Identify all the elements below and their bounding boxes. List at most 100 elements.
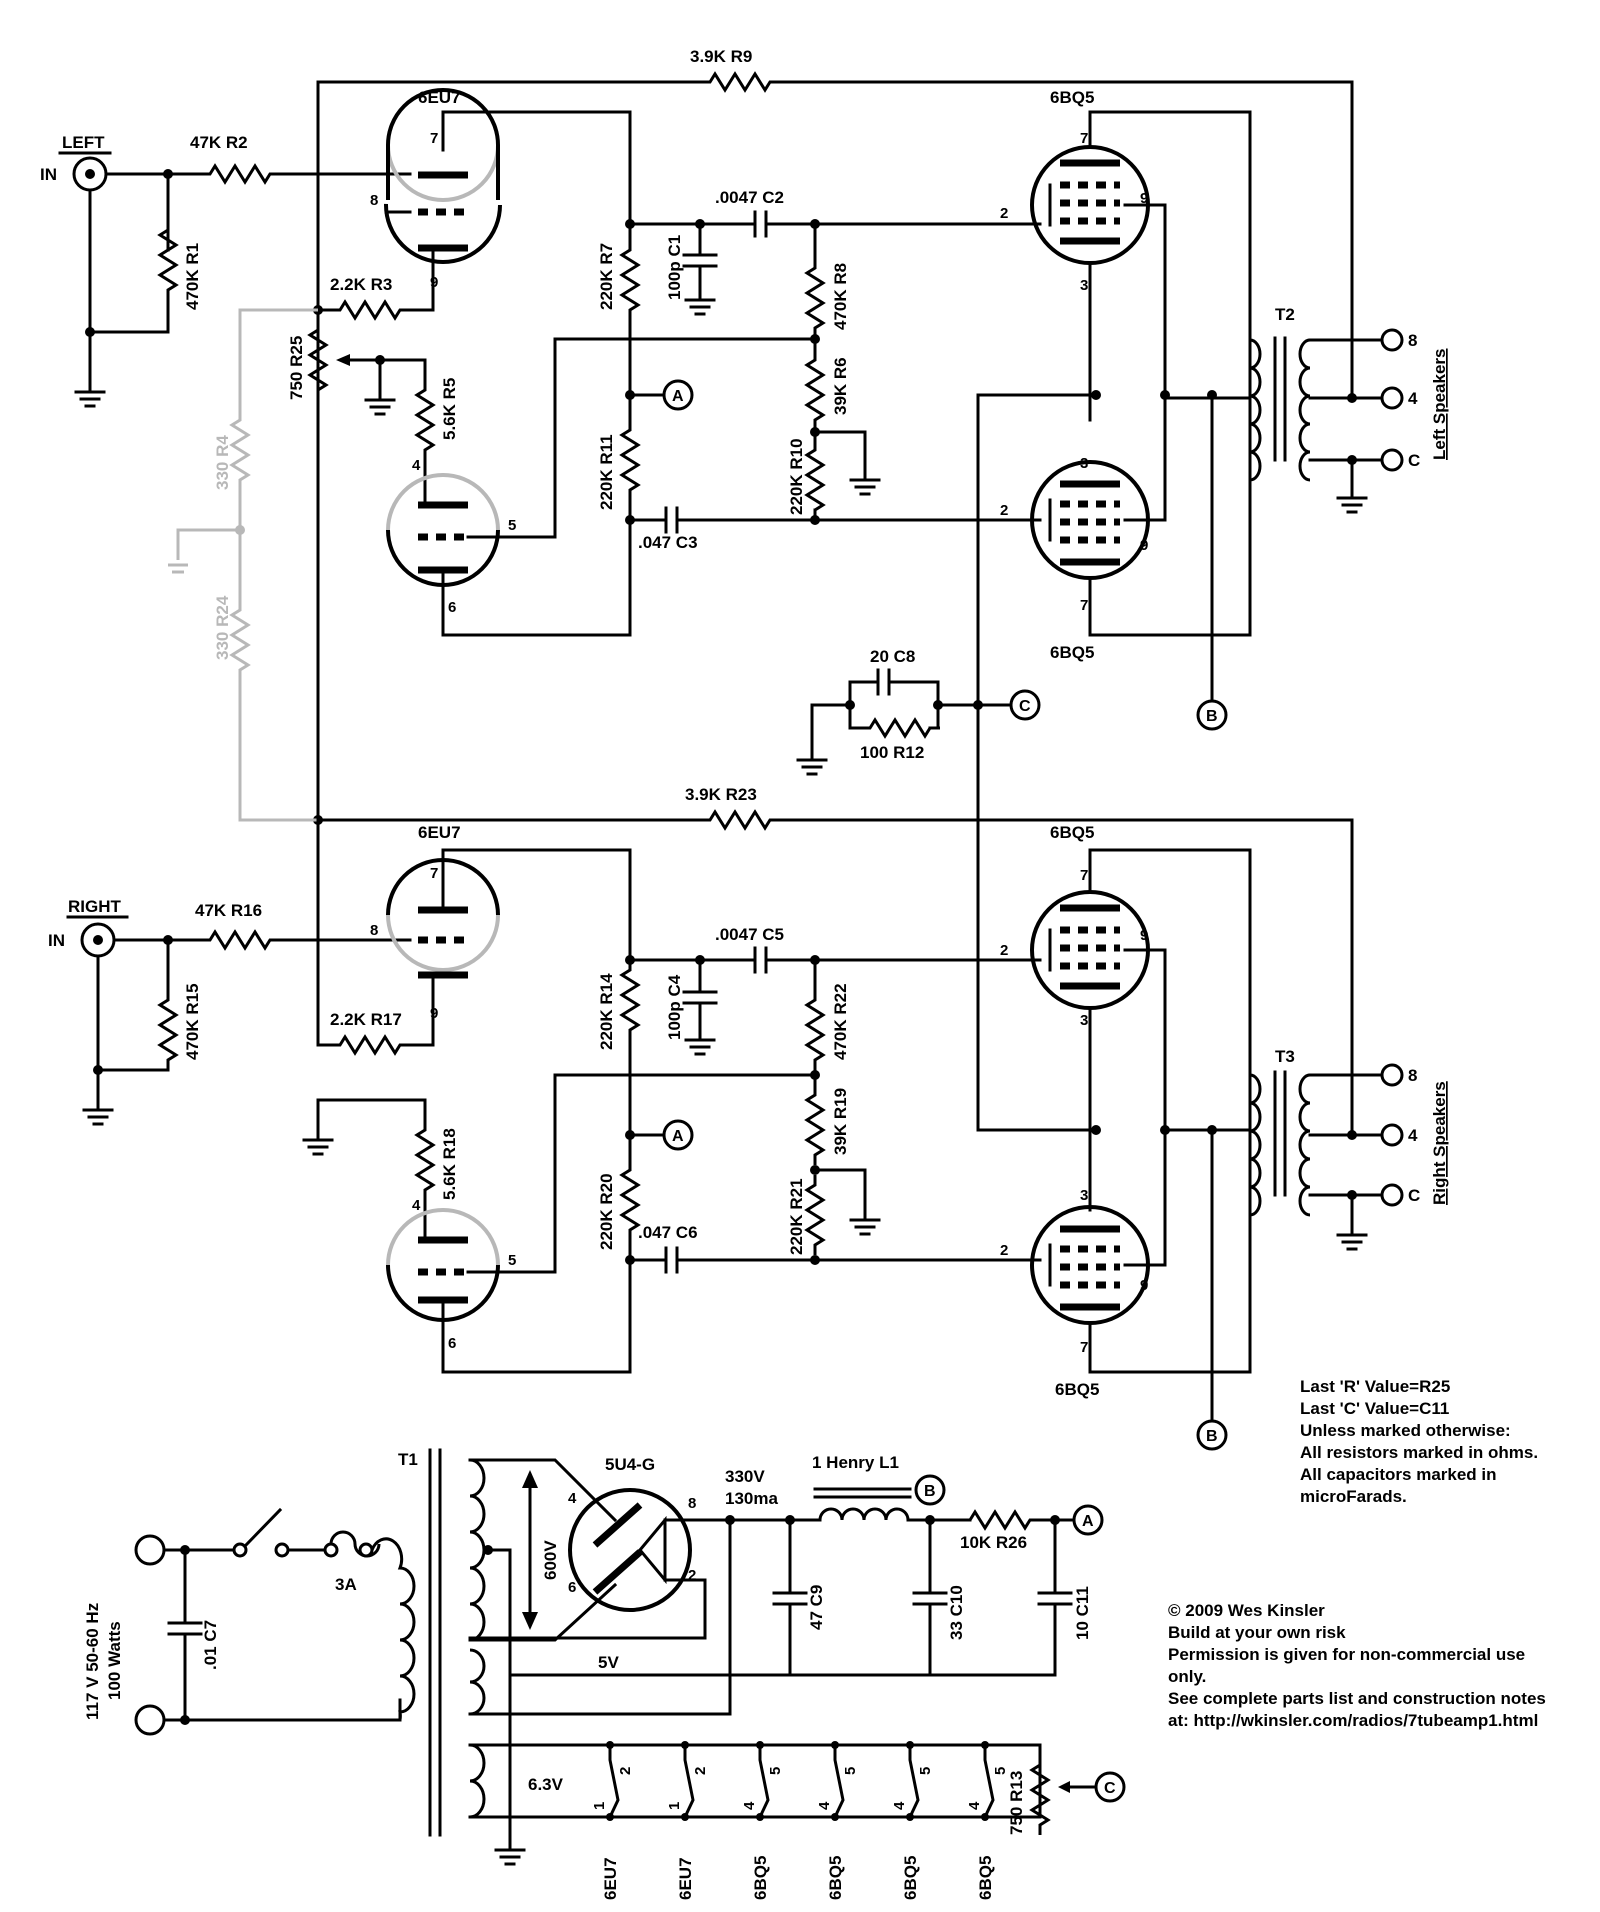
svg-text:Permission is given for non-co: Permission is given for non-commercial u… <box>1168 1645 1525 1664</box>
left-tap-4[interactable] <box>1380 386 1404 410</box>
l1-label: 1 Henry L1 <box>812 1453 899 1472</box>
heater-filament <box>833 1743 845 1819</box>
heater-pin-label: 1 <box>591 1802 608 1810</box>
svg-text:2: 2 <box>1000 942 1008 959</box>
fuse-3a[interactable] <box>323 1542 339 1558</box>
heater-pin-label: 4 <box>966 1801 983 1810</box>
mains-terminal-bottom[interactable] <box>134 1704 166 1736</box>
svg-text:2: 2 <box>1000 502 1008 519</box>
r13-label: 750 R13 <box>1007 1771 1026 1835</box>
svg-text:7: 7 <box>1080 130 1088 147</box>
v2-label: 6BQ5 <box>1050 88 1094 107</box>
svg-text:6.3V: 6.3V <box>528 1775 564 1794</box>
c2-label: .0047 C2 <box>715 188 784 207</box>
r23-label: 3.9K R23 <box>685 785 757 804</box>
svg-text:9: 9 <box>1140 190 1148 207</box>
r5-label: 5.6K R5 <box>440 378 459 440</box>
svg-text:Last 'R' Value=R25: Last 'R' Value=R25 <box>1300 1377 1450 1396</box>
svg-text:C: C <box>1104 1780 1116 1797</box>
c5-label: .0047 C5 <box>715 925 784 944</box>
svg-text:All resistors marked in ohms.: All resistors marked in ohms. <box>1300 1443 1538 1462</box>
left-channel: LEFT IN 47K R2 470K R1 3.9K R9 <box>40 47 1449 1132</box>
svg-text:8: 8 <box>688 1495 696 1512</box>
svg-text:A: A <box>1082 1513 1094 1530</box>
svg-text:8: 8 <box>1408 331 1417 350</box>
power-switch[interactable] <box>243 1507 283 1548</box>
right-tap-4[interactable] <box>1380 1123 1404 1147</box>
r17-label: 2.2K R17 <box>330 1010 402 1029</box>
r18-label: 5.6K R18 <box>440 1128 459 1200</box>
svg-text:© 2009 Wes Kinsler: © 2009 Wes Kinsler <box>1168 1601 1325 1620</box>
right-tap-8[interactable] <box>1380 1063 1404 1087</box>
svg-text:B: B <box>924 1483 936 1500</box>
heater-tube-label: 6BQ5 <box>976 1856 995 1900</box>
c1-label: 100p C1 <box>665 235 684 300</box>
svg-text:3: 3 <box>1080 455 1088 472</box>
svg-text:3: 3 <box>1080 1187 1088 1204</box>
power-switch-pivot[interactable] <box>232 1542 248 1558</box>
right-input-label: RIGHT <box>68 897 122 916</box>
svg-text:A: A <box>672 388 684 405</box>
svg-text:2: 2 <box>1000 205 1008 222</box>
r16-label: 47K R16 <box>195 901 262 920</box>
svg-text:C: C <box>1408 1186 1420 1205</box>
svg-text:9: 9 <box>1140 927 1148 944</box>
tube-v4-6eu7-lower <box>386 1208 500 1322</box>
svg-text:C: C <box>1019 698 1031 715</box>
svg-text:9: 9 <box>1140 537 1148 554</box>
c10-label: 33 C10 <box>947 1585 966 1640</box>
svg-text:330V: 330V <box>725 1467 765 1486</box>
svg-text:7: 7 <box>430 130 438 147</box>
svg-text:Unless marked otherwise:: Unless marked otherwise: <box>1300 1421 1511 1440</box>
mains-terminal-top[interactable] <box>134 1534 166 1566</box>
svg-text:4: 4 <box>1408 389 1418 408</box>
svg-text:5: 5 <box>508 1252 516 1269</box>
right-tap-c[interactable] <box>1380 1183 1404 1207</box>
node-a-psu <box>1072 1504 1104 1536</box>
right-speaker-taps: 8 4 C Right Speakers <box>1380 1063 1449 1207</box>
v1-label: 6EU7 <box>418 88 461 107</box>
heater-pin-label: 2 <box>692 1767 709 1775</box>
right-channel: 3.9K R23 RIGHT IN 47K R16 470K R15 6EU7 … <box>48 785 1449 1451</box>
tube-v1-6eu7-lower <box>386 473 500 587</box>
rectifier-5u4g: 5U4-G 4 6 8 2 <box>568 1455 696 1612</box>
heater-tube-label: 6EU7 <box>601 1857 620 1900</box>
svg-text:3: 3 <box>1080 277 1088 294</box>
svg-text:B: B <box>1206 1428 1218 1445</box>
node-b-right <box>1196 1419 1228 1451</box>
svg-text:microFarads.: microFarads. <box>1300 1487 1407 1506</box>
svg-text:5U4-G: 5U4-G <box>605 1455 655 1474</box>
notes-block: Last 'R' Value=R25 Last 'C' Value=C11 Un… <box>1300 1377 1538 1506</box>
r20-label: 220K R20 <box>597 1173 616 1250</box>
svg-text:Build at your own risk: Build at your own risk <box>1168 1623 1346 1642</box>
svg-text:4: 4 <box>412 1197 421 1214</box>
svg-text:only.: only. <box>1168 1667 1206 1686</box>
v3-label: 6BQ5 <box>1050 643 1094 662</box>
left-in-label: IN <box>40 165 57 184</box>
left-tap-c[interactable] <box>1380 448 1404 472</box>
c3-label: .047 C3 <box>638 533 698 552</box>
svg-text:at: http://wkinsler.com/radios: at: http://wkinsler.com/radios/7tubeamp1… <box>1168 1711 1538 1730</box>
svg-text:A: A <box>672 1128 684 1145</box>
right-in-label: IN <box>48 931 65 950</box>
svg-text:T3: T3 <box>1275 1047 1295 1066</box>
r3-label: 2.2K R3 <box>330 275 392 294</box>
r25-label: 750 R25 <box>287 336 306 400</box>
r21-label: 220K R21 <box>787 1178 806 1255</box>
r6-label: 39K R6 <box>831 357 850 415</box>
v5-label: 6BQ5 <box>1050 823 1094 842</box>
r14-label: 220K R14 <box>597 973 616 1050</box>
svg-text:2: 2 <box>1000 1242 1008 1259</box>
left-tap-8[interactable] <box>1380 328 1404 352</box>
r1-label: 470K R1 <box>183 243 202 310</box>
r10-label: 220K R10 <box>787 438 806 515</box>
svg-text:600V: 600V <box>541 1540 560 1580</box>
svg-text:6: 6 <box>448 599 456 616</box>
r4-label: 330 R4 <box>213 435 232 490</box>
heater-pin-label: 4 <box>741 1801 758 1810</box>
heater-pin-label: 2 <box>617 1767 634 1775</box>
svg-text:7: 7 <box>1080 597 1088 614</box>
svg-text:4: 4 <box>412 457 421 474</box>
power-supply: T1 117 V 50-60 Hz 100 Watts .01 C7 3A <box>83 1448 1104 1866</box>
